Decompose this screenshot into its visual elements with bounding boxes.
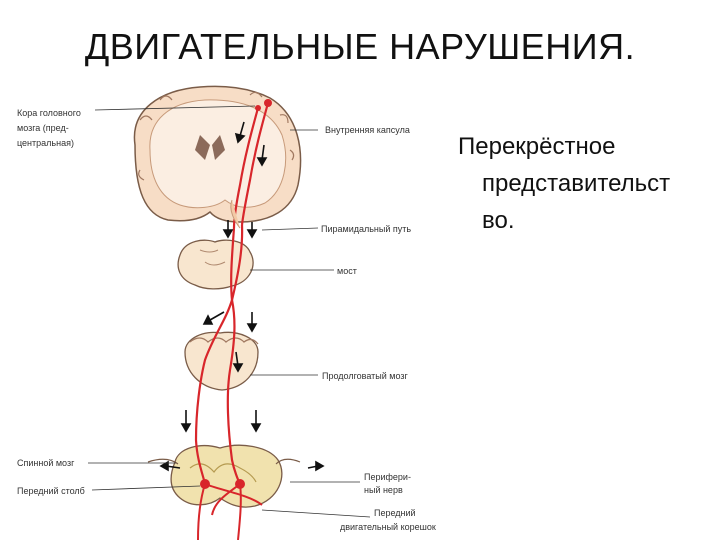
label-peripheral-nerve-2: ный нерв [364, 485, 403, 495]
label-pons: мост [337, 266, 357, 276]
label-cortex-2: мозга (пред- [17, 123, 69, 133]
body-text-line-2: представительст [458, 165, 720, 202]
label-medulla: Продолговатый мозг [322, 371, 409, 381]
brain-section [134, 86, 300, 228]
spinal-cord-section [148, 445, 300, 507]
body-text-line-3: во. [458, 202, 720, 239]
label-motor-root-1: Передний [374, 508, 416, 518]
label-pyramidal-tract: Пирамидальный путь [321, 224, 411, 234]
body-text-line-1: Перекрёстное [458, 133, 615, 160]
label-spinal-cord: Спинной мозг [17, 458, 75, 468]
label-motor-root-2: двигательный корешок [340, 522, 436, 532]
medulla-section [185, 332, 258, 390]
label-anterior-column: Передний столб [17, 486, 85, 496]
label-cortex-1: Кора головного [17, 108, 81, 118]
slide-title: ДВИГАТЕЛЬНЫЕ НАРУШЕНИЯ. [0, 26, 720, 68]
label-internal-capsule: Внутренняя капсула [325, 125, 410, 135]
motor-pathway-diagram: Кора головного мозга (пред- центральная)… [0, 85, 450, 540]
body-text: Перекрёстное представительст во. [458, 128, 720, 239]
label-peripheral-nerve-1: Перифери- [364, 472, 411, 482]
label-cortex-3: центральная) [17, 138, 74, 148]
